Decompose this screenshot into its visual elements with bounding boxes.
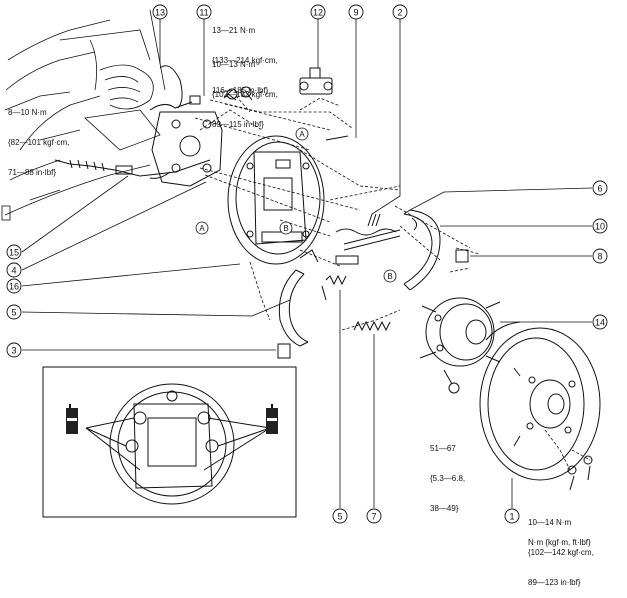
- torque-kgf: {5.3—6.8,: [430, 474, 466, 483]
- backing-plate: [227, 135, 325, 265]
- brake-hose: [149, 65, 201, 111]
- callout-7: 7: [366, 508, 382, 524]
- svg-text:6: 6: [597, 184, 602, 194]
- grease-tube-icon: [266, 404, 278, 434]
- svg-text:12: 12: [313, 8, 323, 18]
- return-spring: [353, 320, 391, 332]
- torque-spec-4: 51—67 {5.3—6.8, 38—49}: [430, 424, 465, 524]
- svg-text:2: 2: [397, 8, 402, 18]
- torque-inlbf: 38—49}: [430, 504, 459, 513]
- torque-inlbf: 71—88 in·lbf}: [8, 168, 57, 177]
- svg-text:15: 15: [9, 248, 19, 258]
- torque-inlbf: 89—115 in·lbf}: [212, 120, 264, 129]
- exploded-brake-diagram: 13 11 12 9 2 6 10 8 14 15 4 16 5 3 5 7 1…: [1, 4, 608, 587]
- svg-text:5: 5: [11, 308, 16, 318]
- wheel-hub: [419, 297, 501, 367]
- svg-text:16: 16: [9, 282, 19, 292]
- units-note: N·m {kgf·m, ft·lbf}: [528, 538, 591, 547]
- callout-3: 3: [6, 342, 22, 358]
- diagram-drawing: 13 11 12 9 2 6 10 8 14 15 4 16 5 3 5 7 1…: [1, 4, 608, 524]
- wheel-cylinder: [299, 67, 333, 95]
- grease-tube-icon: [66, 404, 78, 434]
- retainer-clip: [455, 249, 469, 263]
- svg-text:8: 8: [597, 252, 602, 262]
- svg-text:A: A: [199, 224, 205, 233]
- parking-brake-cable: [54, 159, 211, 179]
- drum-screws: [567, 455, 593, 491]
- torque-kgf: {133—214 kgf·cm,: [212, 56, 278, 65]
- callout-leaders: [21, 18, 593, 508]
- callout-13: 13: [152, 4, 168, 20]
- callout-16: 16: [6, 278, 22, 294]
- wheel-cylinder-bolts: [223, 86, 253, 101]
- torque-inlbf: 89—123 in·lbf}: [528, 578, 581, 587]
- callout-8: 8: [592, 248, 608, 264]
- suspension-area: [1, 9, 166, 221]
- spring-clip: [277, 343, 291, 359]
- torque-kgf: {102—142 kgf·cm,: [528, 548, 594, 557]
- callout-5-left: 5: [6, 304, 22, 320]
- svg-text:1: 1: [509, 512, 514, 522]
- torque-value: 10—14 N·m: [528, 518, 572, 527]
- hold-down-spring: [321, 274, 347, 301]
- callout-14: 14: [592, 314, 608, 330]
- grease-inset: [42, 366, 297, 518]
- brake-shoe-front: [403, 209, 441, 291]
- svg-text:13: 13: [155, 8, 165, 18]
- callout-9: 9: [348, 4, 364, 20]
- callout-11: 11: [196, 4, 212, 20]
- svg-text:9: 9: [353, 8, 358, 18]
- callout-15: 15: [6, 244, 22, 260]
- marker-a-left: A: [195, 221, 209, 235]
- callout-6: 6: [592, 180, 608, 196]
- knuckle: [151, 111, 223, 187]
- svg-text:5: 5: [337, 512, 342, 522]
- callout-4: 4: [6, 262, 22, 278]
- svg-text:10: 10: [595, 222, 605, 232]
- callout-10: 10: [592, 218, 608, 234]
- svg-text:11: 11: [199, 8, 208, 18]
- svg-text:3: 3: [11, 346, 16, 356]
- callout-1: 1: [504, 508, 520, 524]
- svg-text:7: 7: [371, 512, 376, 522]
- torque-kgf: {102—132 kgf·cm,: [212, 90, 278, 99]
- svg-text:A: A: [299, 130, 305, 139]
- callout-12: 12: [310, 4, 326, 20]
- svg-text:B: B: [387, 272, 392, 281]
- torque-kgf: {82—101 kgf·cm,: [8, 138, 70, 147]
- torque-inlbf: 116—185 in·lbf}: [212, 86, 269, 95]
- adjuster-strut: [335, 229, 401, 265]
- marker-b-shoe: B: [383, 269, 397, 283]
- torque-spec-3: 10—13 N·m {102—132 kgf·cm, 89—115 in·lbf…: [212, 40, 278, 140]
- torque-spec-5: 10—14 N·m {102—142 kgf·cm, 89—123 in·lbf…: [528, 498, 594, 598]
- hub-bolt: [443, 369, 460, 394]
- svg-text:14: 14: [595, 318, 605, 328]
- torque-value: 8—10 N·m: [8, 108, 47, 117]
- torque-spec-2: 13—21 N·m {133—214 kgf·cm, 116—185 in·lb…: [212, 6, 278, 106]
- callout-2: 2: [392, 4, 408, 20]
- callout-5-bottom: 5: [332, 508, 348, 524]
- svg-text:4: 4: [11, 266, 16, 276]
- brake-shoe-rear: [278, 249, 319, 347]
- torque-value: 51—67: [430, 444, 456, 453]
- torque-value: 10—13 N·m: [212, 60, 256, 69]
- brake-drum: [479, 321, 601, 481]
- adjuster-spring: [335, 213, 397, 236]
- marker-b-plate: B: [279, 221, 293, 235]
- torque-spec-1: 8—10 N·m {82—101 kgf·cm, 71—88 in·lbf}: [8, 88, 69, 188]
- torque-value: 13—21 N·m: [212, 26, 256, 35]
- svg-text:B: B: [283, 224, 288, 233]
- marker-a-top: A: [295, 127, 309, 141]
- hold-down-pin: [325, 135, 349, 141]
